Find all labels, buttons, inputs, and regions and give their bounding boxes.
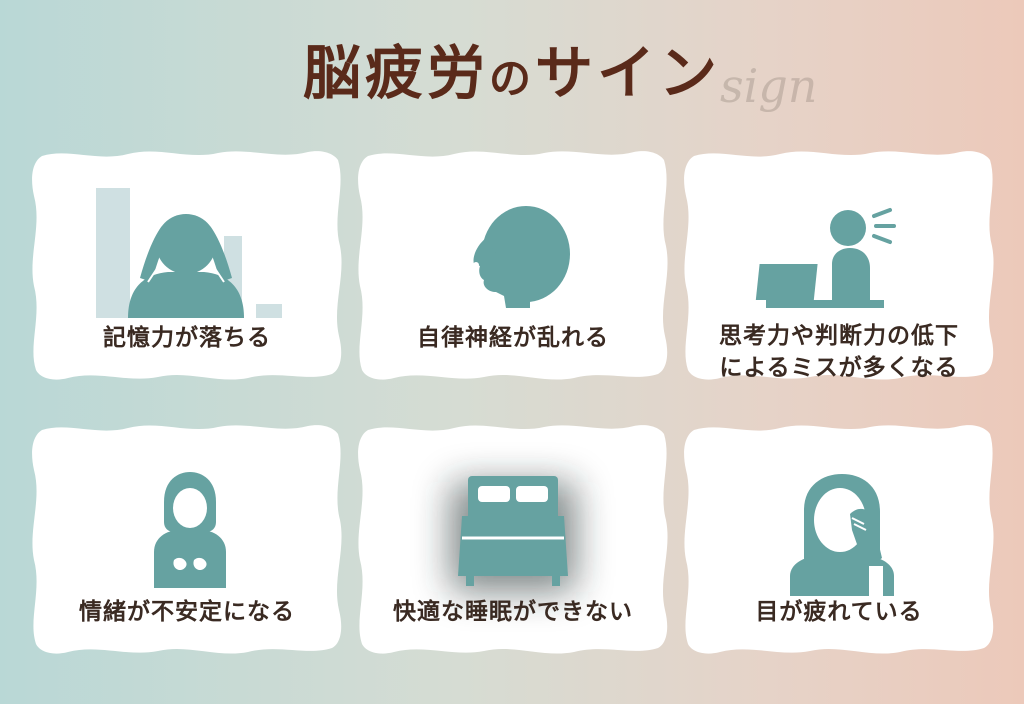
person-at-laptop-icon [755, 208, 896, 308]
head-holding-person-icon [96, 188, 282, 318]
page-title: 脳疲労のサイン [0, 26, 1024, 110]
card-emotion: 情緒が不安定になる [28, 420, 346, 656]
card-label: 情緒が不安定になる [79, 599, 295, 625]
script-sign-decoration: sign [720, 59, 817, 113]
card-judgement: 思考力や判断力の低下 によるミスが多くなる [680, 146, 998, 382]
card-label: 記憶力が落ちる [103, 325, 271, 351]
card-memory: 記憶力が落ちる [28, 146, 346, 382]
card-label: 目が疲れている [755, 599, 923, 625]
card-sleep: 快適な睡眠ができない [354, 420, 672, 656]
head-profile-icon [473, 206, 570, 308]
title-main-a: 脳疲労 [302, 39, 489, 107]
card-label-line-2: によるミスが多くなる [719, 355, 959, 381]
card-autonomic: 自律神経が乱れる [354, 146, 672, 382]
script-sign-text: sign [720, 59, 817, 113]
card-eye-strain: 目が疲れている [680, 420, 998, 656]
card-label: 自律神経が乱れる [417, 325, 609, 351]
card-label-line-1: 思考力や判断力の低下 [719, 323, 959, 349]
woman-rubbing-eyes-icon [790, 474, 894, 596]
woman-hands-on-chest-icon [154, 472, 226, 588]
card-label: 快適な睡眠ができない [393, 599, 633, 625]
title-main-b: サイン [535, 39, 722, 107]
bed-icon [450, 476, 576, 592]
card-label-multiline: 思考力や判断力の低下 によるミスが多くなる [680, 320, 998, 384]
title-no: の [488, 54, 535, 103]
